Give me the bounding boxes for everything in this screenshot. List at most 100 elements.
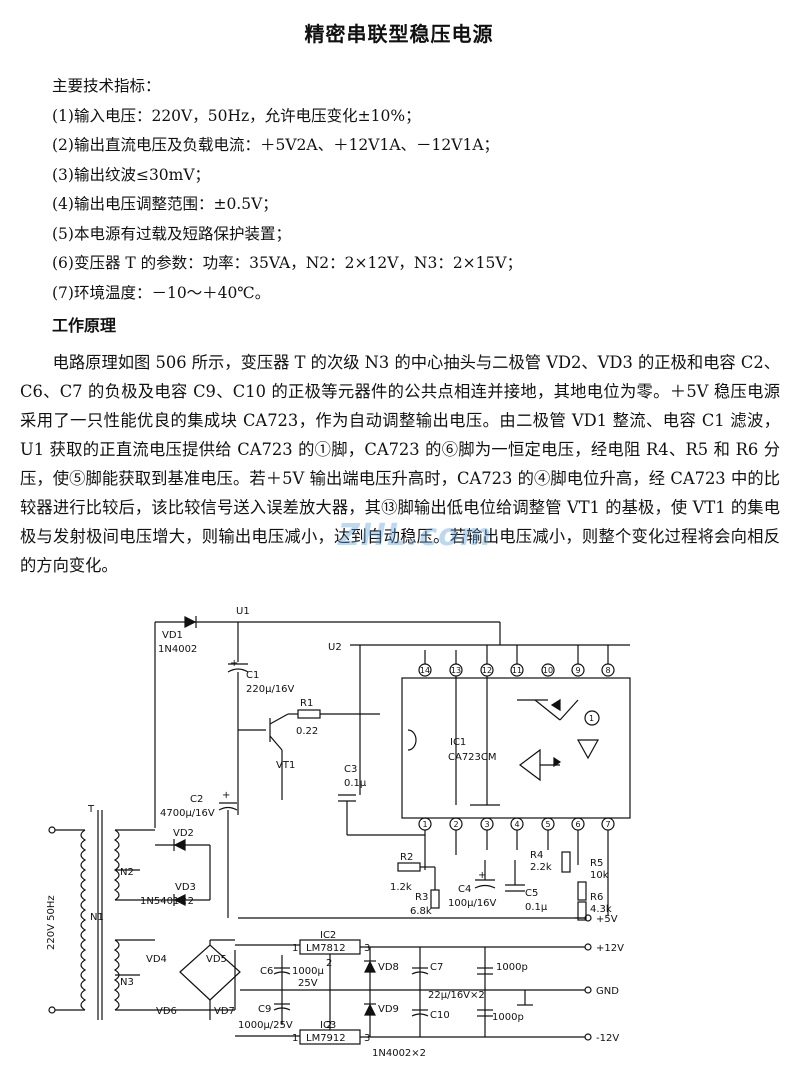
pin-3: 3 xyxy=(484,820,489,829)
label-ic3-part: LM7912 xyxy=(306,1033,346,1044)
label-r2: R2 xyxy=(400,852,413,863)
label-u1: U1 xyxy=(236,606,250,617)
pin-ic2-3: 3 xyxy=(364,943,370,954)
label-r4-val: 2.2k xyxy=(530,862,552,873)
pin-2: 2 xyxy=(453,820,458,829)
pin-6: 6 xyxy=(575,820,580,829)
label-vt1: VT1 xyxy=(276,760,295,771)
spec-item: (1)输入电压：220V，50Hz，允许电压变化±10%； xyxy=(52,106,421,125)
spec-item: (3)输出纹波≤30mV； xyxy=(52,165,211,184)
pin-4: 4 xyxy=(514,820,519,829)
label-c5: C5 xyxy=(525,888,538,899)
label-c1-val: 220μ/16V xyxy=(246,684,295,695)
label-c9: C9 xyxy=(258,1004,271,1015)
pin-7: 7 xyxy=(605,820,610,829)
spec-item: (5)本电源有过载及短路保护装置； xyxy=(52,224,291,243)
output-12v: +12V xyxy=(596,943,624,954)
label-vd5: VD5 xyxy=(206,954,227,965)
label-c9-val: 1000μ/25V xyxy=(238,1020,293,1031)
label-c7: C7 xyxy=(430,962,443,973)
spec-item: (4)输出电压调整范围：±0.5V； xyxy=(52,195,278,213)
label-r5: R5 xyxy=(590,858,603,869)
label-vd1-part: 1N4002 xyxy=(158,644,197,655)
label-ic2: IC2 xyxy=(320,930,336,941)
label-r6-val: 4.3k xyxy=(590,904,612,915)
section-heading: 工作原理 xyxy=(52,316,117,335)
label-c4: C4 xyxy=(458,884,471,895)
label-c4-val: 100μ/16V xyxy=(448,898,497,909)
pin-11: 11 xyxy=(512,666,522,675)
output-minus-12v: -12V xyxy=(596,1033,619,1044)
pin-1: 1 xyxy=(422,820,427,829)
label-c6-val2: 25V xyxy=(298,978,318,989)
circuit-schematic: U1 U2 VD1 1N4002 C1 220μ/16V R1 0.22 VT1… xyxy=(46,606,631,1059)
label-r6: R6 xyxy=(590,892,603,903)
pin-13: 13 xyxy=(451,666,461,675)
label-c3-val: 0.1μ xyxy=(344,778,367,789)
label-c6: C6 xyxy=(260,966,273,977)
label-vd7: VD7 xyxy=(214,1006,235,1017)
spec-item: (6)变压器 T 的参数：功率：35VA，N2：2×12V，N3：2×15V； xyxy=(52,254,523,272)
spec-item: (2)输出直流电压及负载电流：＋5V2A、＋12V1A、－12V1A； xyxy=(52,136,500,154)
pin-12: 12 xyxy=(482,666,492,675)
label-c2-val: 4700μ/16V xyxy=(160,808,215,819)
pin-8: 8 xyxy=(605,666,610,675)
label-c710-val: 22μ/16V×2 xyxy=(428,990,485,1001)
label-vd89-part: 1N4002×2 xyxy=(372,1048,426,1059)
label-c1: C1 xyxy=(246,670,259,681)
label-r2-val: 1.2k xyxy=(390,882,412,893)
pin-ic2-1: 1 xyxy=(292,943,298,954)
pin-internal: 1 xyxy=(589,714,594,723)
label-vd1: VD1 xyxy=(162,630,183,641)
label-c5-val: 0.1μ xyxy=(525,902,548,913)
label-ic1-part: CA723CM xyxy=(448,752,497,763)
label-n3: N3 xyxy=(120,977,134,988)
label-vd4: VD4 xyxy=(146,954,167,965)
label-mains: 220V 50Hz xyxy=(46,895,57,950)
principle-paragraph: 电路原理如图 506 所示，变压器 T 的次级 N3 的中心抽头与二极管 VD2… xyxy=(20,348,780,580)
label-n2: N2 xyxy=(120,867,134,878)
label-r1-val: 0.22 xyxy=(296,726,318,737)
pin-9: 9 xyxy=(575,666,580,675)
label-ic3: IC3 xyxy=(320,1020,336,1031)
label-vd23-part: 1N5401×2 xyxy=(140,896,194,907)
pin-5: 5 xyxy=(545,820,550,829)
output-gnd: GND xyxy=(596,986,619,997)
label-vd9: VD9 xyxy=(378,1004,399,1015)
label-r3: R3 xyxy=(415,892,428,903)
label-r1: R1 xyxy=(300,698,313,709)
label-r3-val: 6.8k xyxy=(410,906,432,917)
spec-list: 主要技术指标： (1)输入电压：220V，50Hz，允许电压变化±10%； (2… xyxy=(52,72,772,308)
pin-ic3-2: 2 xyxy=(326,1020,332,1031)
label-n1: N1 xyxy=(90,912,104,923)
label-vd8: VD8 xyxy=(378,962,399,973)
pin-ic2-2: 2 xyxy=(326,958,332,969)
output-5v: +5V xyxy=(596,914,618,925)
label-c3: C3 xyxy=(344,764,357,775)
page-title: 精密串联型稳压电源 xyxy=(304,22,494,46)
polarity-c1: + xyxy=(230,658,238,669)
watermark: ZHL.com xyxy=(338,518,493,553)
spec-item: (7)环境温度：－10～＋40℃。 xyxy=(52,283,271,302)
label-vd6: VD6 xyxy=(156,1006,177,1017)
label-c10: C10 xyxy=(430,1010,450,1021)
pin-14: 14 xyxy=(420,666,430,675)
label-1000p-b: 1000p xyxy=(492,1012,524,1023)
label-ic2-part: LM7812 xyxy=(306,943,346,954)
pin-ic3-1: 1 xyxy=(292,1033,298,1044)
label-vd3: VD3 xyxy=(175,882,196,893)
pin-10: 10 xyxy=(543,666,553,675)
polarity-c2: + xyxy=(222,790,230,801)
label-c6-val: 1000μ xyxy=(292,966,324,977)
paragraph-text: 电路原理如图 506 所示，变压器 T 的次级 N3 的中心抽头与二极管 VD2… xyxy=(20,353,780,575)
spec-heading: 主要技术指标： xyxy=(52,77,161,95)
label-r4: R4 xyxy=(530,850,543,861)
polarity-c4: + xyxy=(478,870,486,881)
label-vd2: VD2 xyxy=(173,828,194,839)
label-u2: U2 xyxy=(328,642,342,653)
label-t: T xyxy=(87,804,95,815)
pin-ic3-3: 3 xyxy=(364,1033,370,1044)
label-c2: C2 xyxy=(190,794,203,805)
label-1000p-a: 1000p xyxy=(496,962,528,973)
label-ic1: IC1 xyxy=(450,737,466,748)
